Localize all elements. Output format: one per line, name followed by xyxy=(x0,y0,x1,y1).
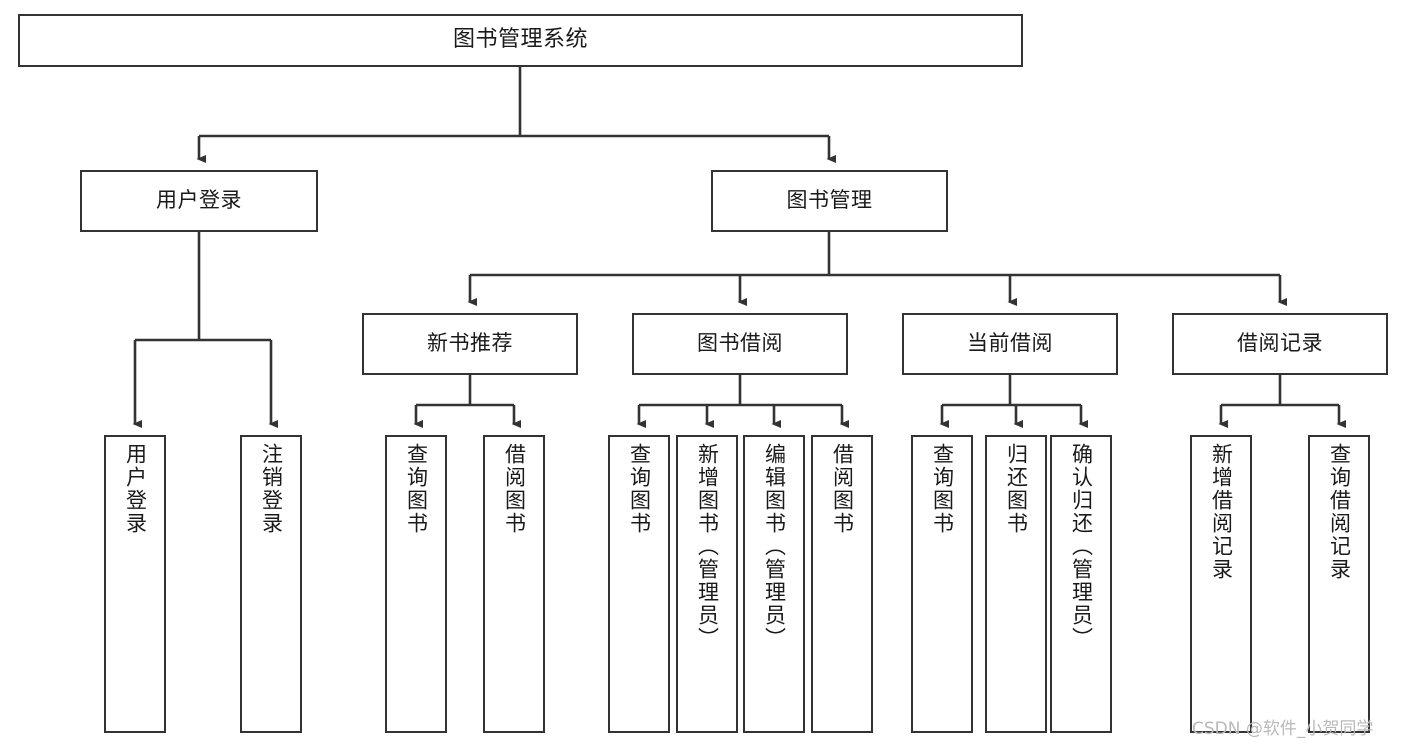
node-leaf-cur-return[interactable]: 归还图书 xyxy=(985,435,1047,733)
node-current-borrow[interactable]: 当前借阅 xyxy=(902,313,1118,375)
node-label-current-borrow: 当前借阅 xyxy=(967,331,1053,356)
node-label-book-borrow: 图书借阅 xyxy=(697,331,783,356)
node-label-leaf-cur-confirm: 确认归还（管理员） xyxy=(1069,443,1094,650)
node-leaf-borrow-query[interactable]: 查询图书 xyxy=(608,435,670,733)
node-leaf-borrow-lend[interactable]: 借阅图书 xyxy=(811,435,873,733)
node-label-leaf-rec-borrow: 借阅图书 xyxy=(502,443,527,535)
node-root[interactable]: 图书管理系统 xyxy=(18,14,1023,67)
node-label-leaf-cur-query: 查询图书 xyxy=(930,443,955,535)
node-label-leaf-borrow-edit: 编辑图书（管理员） xyxy=(762,443,787,650)
node-label-leaf-borrow-query: 查询图书 xyxy=(627,443,652,535)
node-new-book-rec[interactable]: 新书推荐 xyxy=(362,313,578,375)
node-label-root: 图书管理系统 xyxy=(452,27,588,53)
node-label-user-login: 用户登录 xyxy=(156,188,242,213)
node-book-manage[interactable]: 图书管理 xyxy=(711,170,948,232)
node-label-borrow-record: 借阅记录 xyxy=(1237,331,1323,356)
node-leaf-cur-query[interactable]: 查询图书 xyxy=(911,435,973,733)
node-label-leaf-rec-query: 查询图书 xyxy=(404,443,429,535)
node-book-borrow[interactable]: 图书借阅 xyxy=(632,313,848,375)
node-leaf-borrow-add[interactable]: 新增图书（管理员） xyxy=(676,435,738,733)
node-label-new-book-rec: 新书推荐 xyxy=(427,331,513,356)
node-label-leaf-borrow-add: 新增图书（管理员） xyxy=(695,443,720,650)
node-borrow-record[interactable]: 借阅记录 xyxy=(1172,313,1388,375)
csdn-watermark: CSDN @软件_小贺同学 xyxy=(1192,719,1374,739)
node-label-leaf-user-logout: 注销登录 xyxy=(259,443,284,535)
node-leaf-cur-confirm[interactable]: 确认归还（管理员） xyxy=(1050,435,1112,733)
node-label-leaf-cur-return: 归还图书 xyxy=(1004,443,1029,535)
node-leaf-rec-query[interactable]: 查询图书 xyxy=(385,435,447,733)
node-leaf-rec-add[interactable]: 新增借阅记录 xyxy=(1190,435,1252,733)
node-label-leaf-rec-add: 新增借阅记录 xyxy=(1209,443,1234,581)
node-label-leaf-user-login: 用户登录 xyxy=(123,443,148,535)
node-leaf-borrow-edit[interactable]: 编辑图书（管理员） xyxy=(743,435,805,733)
node-label-book-manage: 图书管理 xyxy=(786,188,873,213)
node-leaf-rec-search[interactable]: 查询借阅记录 xyxy=(1308,435,1370,733)
node-label-leaf-borrow-lend: 借阅图书 xyxy=(830,443,855,535)
node-user-login[interactable]: 用户登录 xyxy=(80,170,318,232)
node-leaf-rec-borrow[interactable]: 借阅图书 xyxy=(483,435,545,733)
node-label-leaf-rec-search: 查询借阅记录 xyxy=(1327,443,1352,581)
node-leaf-user-logout[interactable]: 注销登录 xyxy=(240,435,302,733)
node-leaf-user-login[interactable]: 用户登录 xyxy=(104,435,166,733)
